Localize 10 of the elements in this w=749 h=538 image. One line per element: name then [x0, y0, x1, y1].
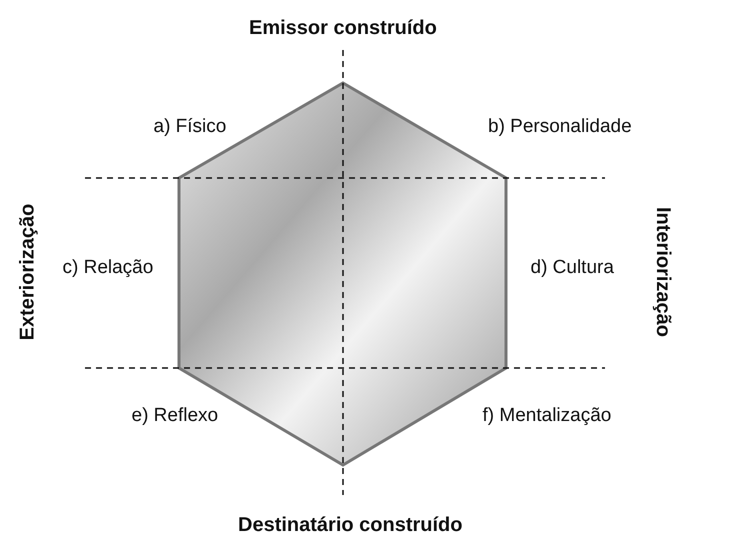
facet-label: e) Reflexo	[132, 405, 218, 427]
facet-label: d) Cultura	[530, 257, 614, 279]
axis-title: Exteriorização	[16, 204, 38, 340]
facet-label: f) Mentalização	[482, 405, 612, 427]
axis-title: Destinatário construído	[238, 514, 462, 536]
facet-label: a) Físico	[154, 116, 226, 138]
axis-title: Emissor construído	[249, 17, 437, 39]
facet-label: c) Relação	[62, 257, 154, 279]
facet-label: b) Personalidade	[488, 116, 632, 138]
axis-title: Interiorização	[652, 206, 674, 338]
